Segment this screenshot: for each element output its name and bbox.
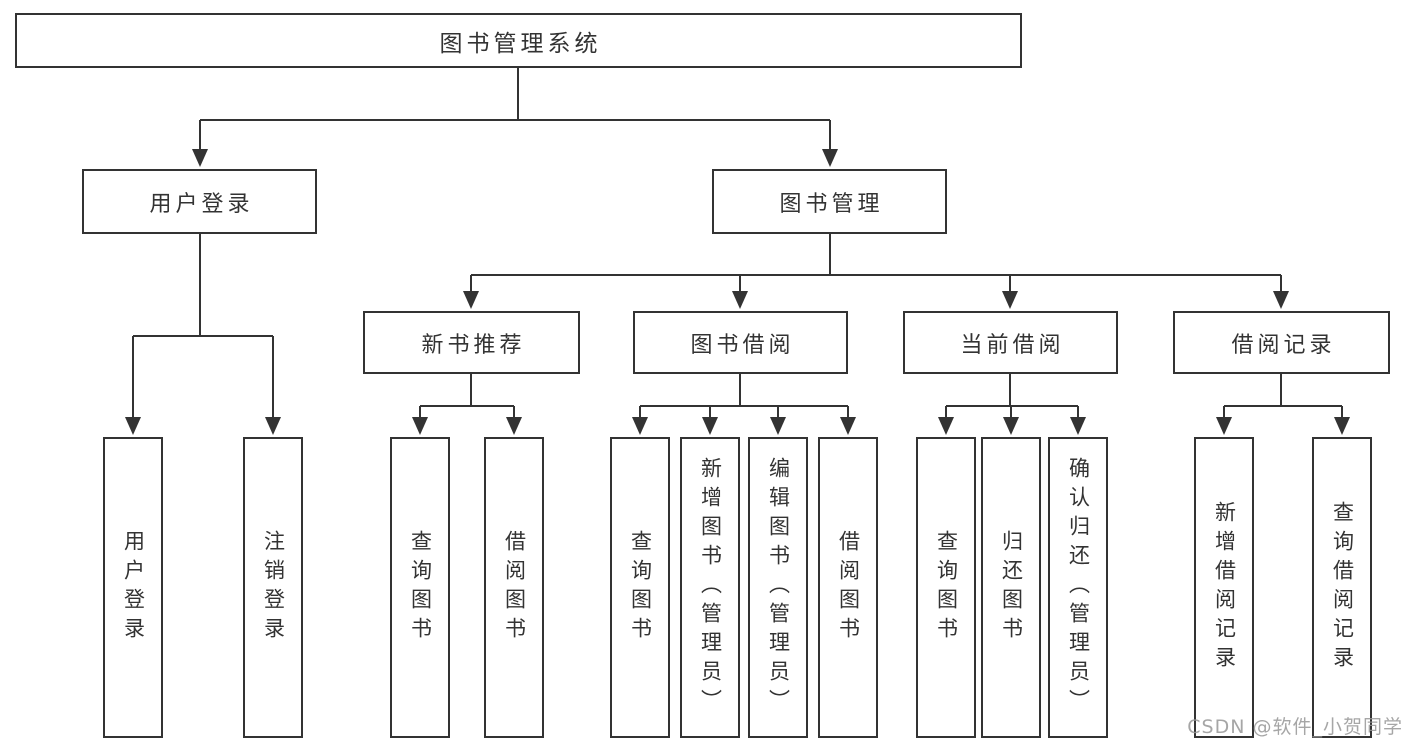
edge-newbook-to-leaves xyxy=(419,374,515,421)
node-label: 借阅图书 xyxy=(836,529,861,646)
node-label: 确认归还（管理员） xyxy=(1066,457,1091,718)
arrow-down-icon xyxy=(1216,417,1232,435)
arrow-down-icon xyxy=(1334,417,1350,435)
node-label: 新增图书（管理员） xyxy=(698,457,723,718)
edge-records-to-leaves xyxy=(1223,374,1343,421)
csdn-watermark: CSDN @软件_小贺同学 xyxy=(1187,716,1403,738)
leaf-user-login: 用户登录 xyxy=(103,437,163,738)
edge-root-to-level2 xyxy=(199,68,831,155)
arrow-down-icon xyxy=(822,149,838,167)
node-label: 新书推荐 xyxy=(421,332,526,358)
arrow-down-icon xyxy=(840,417,856,435)
leaf-return-book: 归还图书 xyxy=(981,437,1041,738)
edge-bookborrow-to-leaves xyxy=(639,374,849,421)
node-label: 图书管理系统 xyxy=(439,30,602,57)
edge-userlogin-to-leaves xyxy=(132,234,274,421)
arrowheads xyxy=(125,149,1350,435)
leaf-confirm-return-admin: 确认归还（管理员） xyxy=(1048,437,1108,738)
edge-bookmgmt-to-level3 xyxy=(470,234,1282,292)
node-label: 借阅记录 xyxy=(1231,332,1336,358)
arrow-down-icon xyxy=(702,417,718,435)
arrow-down-icon xyxy=(1070,417,1086,435)
leaf-query-books-borrow: 查询图书 xyxy=(610,437,670,738)
arrow-down-icon xyxy=(632,417,648,435)
node-label: 图书管理 xyxy=(779,191,884,217)
leaf-borrow-books-recommend: 借阅图书 xyxy=(484,437,544,738)
node-label: 归还图书 xyxy=(999,529,1024,646)
node-user-login: 用户登录 xyxy=(82,169,317,234)
arrow-down-icon xyxy=(412,417,428,435)
leaf-borrow-books: 借阅图书 xyxy=(818,437,878,738)
node-book-management: 图书管理 xyxy=(712,169,947,234)
arrow-down-icon xyxy=(463,291,479,309)
node-book-borrow: 图书借阅 xyxy=(633,311,848,374)
arrow-down-icon xyxy=(938,417,954,435)
leaf-logout: 注销登录 xyxy=(243,437,303,738)
node-label: 新增借阅记录 xyxy=(1212,500,1237,675)
arrow-down-icon xyxy=(1273,291,1289,309)
leaf-add-book-admin: 新增图书（管理员） xyxy=(680,437,740,738)
arrow-down-icon xyxy=(192,149,208,167)
edge-currentborrow-to-leaves xyxy=(945,374,1079,421)
node-label: 用户登录 xyxy=(121,529,146,646)
arrow-down-icon xyxy=(1003,417,1019,435)
arrow-down-icon xyxy=(265,417,281,435)
leaf-add-borrow-record: 新增借阅记录 xyxy=(1194,437,1254,738)
leaf-query-books-recommend: 查询图书 xyxy=(390,437,450,738)
node-label: 编辑图书（管理员） xyxy=(766,457,791,718)
node-current-borrow: 当前借阅 xyxy=(903,311,1118,374)
node-label: 注销登录 xyxy=(261,529,286,646)
node-new-book-recommend: 新书推荐 xyxy=(363,311,580,374)
leaf-query-books-current: 查询图书 xyxy=(916,437,976,738)
node-borrow-records: 借阅记录 xyxy=(1173,311,1390,374)
arrow-down-icon xyxy=(506,417,522,435)
arrow-down-icon xyxy=(770,417,786,435)
arrow-down-icon xyxy=(732,291,748,309)
node-library-management-system: 图书管理系统 xyxy=(15,13,1022,68)
node-label: 用户登录 xyxy=(149,191,254,217)
node-label: 查询借阅记录 xyxy=(1330,500,1355,675)
arrow-down-icon xyxy=(125,417,141,435)
leaf-query-borrow-record: 查询借阅记录 xyxy=(1312,437,1372,738)
node-label: 查询图书 xyxy=(628,529,653,646)
node-label: 图书借阅 xyxy=(690,332,795,358)
node-label: 当前借阅 xyxy=(960,332,1065,358)
node-label: 查询图书 xyxy=(934,529,959,646)
leaf-edit-book-admin: 编辑图书（管理员） xyxy=(748,437,808,738)
node-label: 查询图书 xyxy=(408,529,433,646)
node-label: 借阅图书 xyxy=(502,529,527,646)
arrow-down-icon xyxy=(1002,291,1018,309)
